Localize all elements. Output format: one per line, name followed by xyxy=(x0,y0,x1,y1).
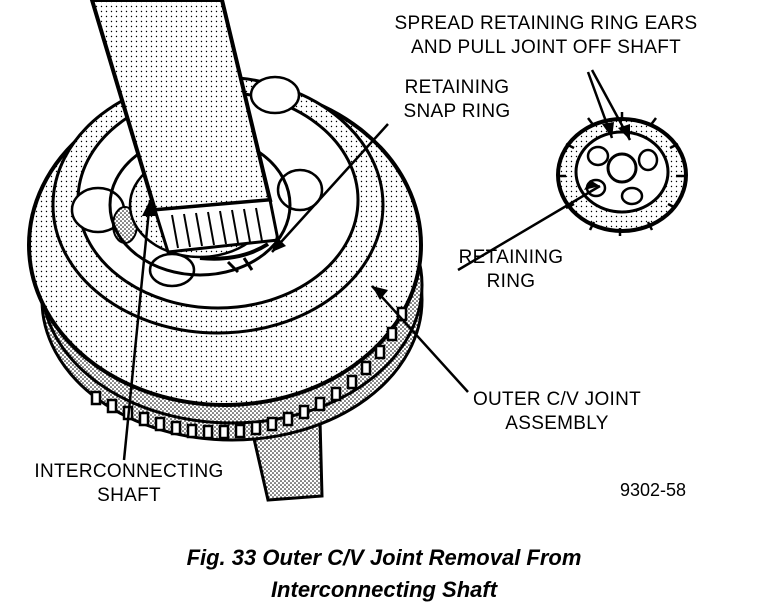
outer-cv-joint-line2: ASSEMBLY xyxy=(505,413,609,434)
interconnecting-shaft-line2: SHAFT xyxy=(97,485,161,506)
retaining-ring-line1: RETAINING xyxy=(458,247,564,268)
interconnecting-shaft xyxy=(89,0,280,254)
spread-ring-ears-line2: AND PULL JOINT OFF SHAFT xyxy=(410,37,682,58)
retaining-ring-line2: RING xyxy=(486,271,536,292)
outer-cv-joint-label: OUTER C/V JOINT ASSEMBLY xyxy=(452,388,662,436)
figure-caption-line2: Interconnecting Shaft xyxy=(270,577,498,602)
arrowheads xyxy=(142,122,630,300)
retaining-snap-ring-label: RETAINING SNAP RING xyxy=(382,76,532,124)
inset-joint-view xyxy=(556,112,688,236)
outer-cv-joint-line1: OUTER C/V JOINT xyxy=(472,389,642,410)
spread-ring-ears-line1: SPREAD RETAINING RING EARS xyxy=(394,13,698,34)
retaining-snap-ring xyxy=(199,242,270,274)
spread-ring-ears-label: SPREAD RETAINING RING EARS AND PULL JOIN… xyxy=(356,12,736,60)
retaining-snap-ring-line2: SNAP RING xyxy=(403,101,511,122)
interconnecting-shaft-line1: INTERCONNECTING xyxy=(34,461,224,482)
retaining-ring-label: RETAINING RING xyxy=(436,246,586,294)
figure-caption-line1: Fig. 33 Outer C/V Joint Removal From xyxy=(186,545,582,570)
interconnecting-shaft-label: INTERCONNECTING SHAFT xyxy=(14,460,244,508)
retaining-snap-ring-line1: RETAINING xyxy=(404,77,510,98)
figure-code: 9302-58 xyxy=(620,480,687,500)
